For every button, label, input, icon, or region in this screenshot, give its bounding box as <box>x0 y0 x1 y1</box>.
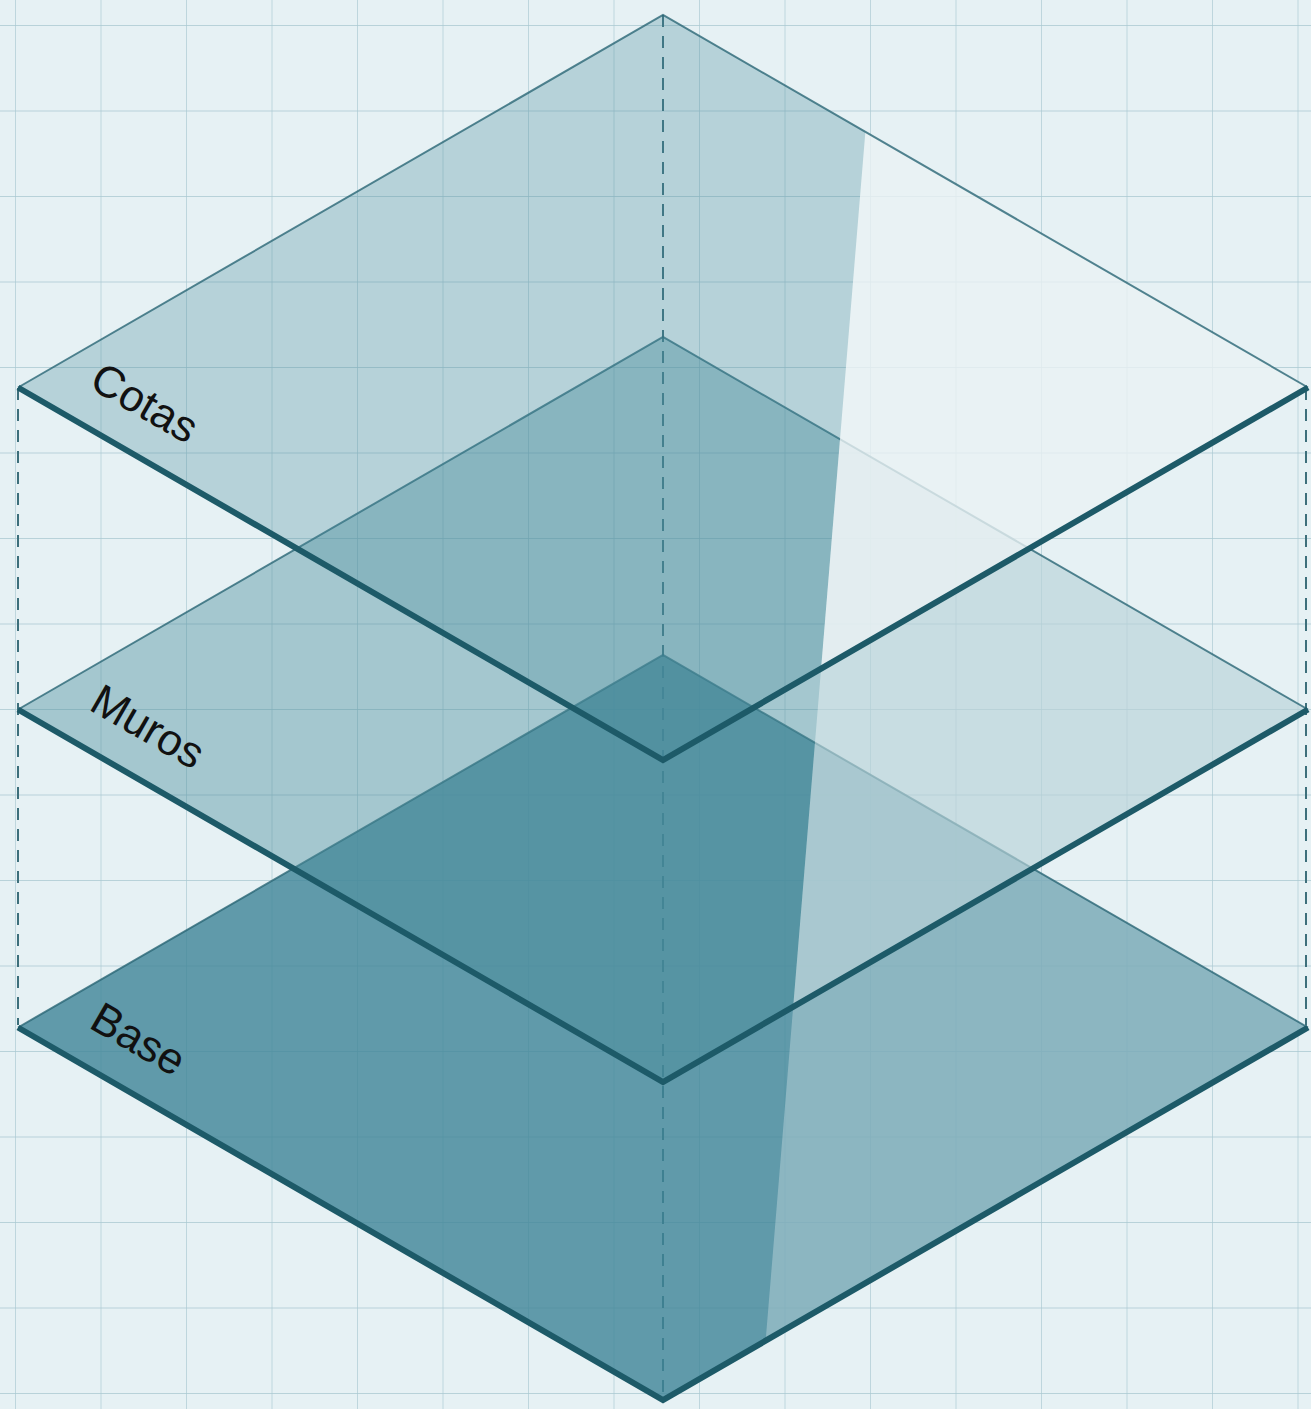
right-axis <box>1305 388 1307 1025</box>
plane-sheen <box>760 100 1311 1409</box>
plane-front-edge <box>18 1028 1308 1401</box>
plane-back-edge <box>18 15 1308 388</box>
left-axis <box>17 388 19 1025</box>
plane-back-edge <box>18 655 1308 1028</box>
plane-back-edge <box>18 337 1308 710</box>
layer-plane: Cotas <box>18 15 1308 760</box>
plane-shape <box>18 15 1308 760</box>
